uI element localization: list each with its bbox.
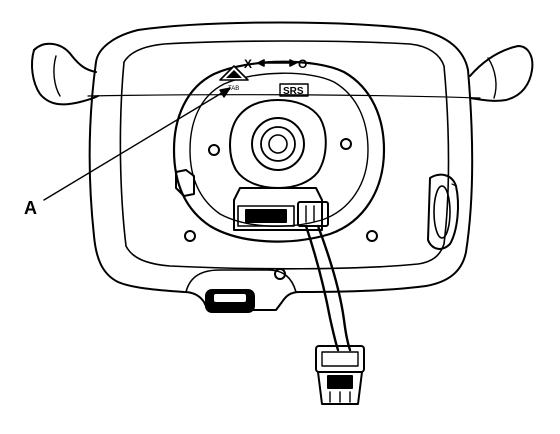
- alignment-x-label: X: [244, 57, 252, 71]
- left-spoke: [31, 42, 99, 106]
- srs-label-box: [279, 83, 309, 97]
- center-hub: [229, 99, 327, 189]
- alignment-o-label: O: [298, 57, 307, 71]
- steering-housing: [88, 21, 474, 311]
- tab-label: TAB: [228, 86, 239, 92]
- cable-reel-ring: [172, 60, 386, 243]
- tab-mark: [219, 65, 249, 81]
- bolt-hole-bottom: [274, 268, 286, 280]
- reel-connector-housing: [233, 187, 323, 231]
- wire-harness: [304, 224, 352, 352]
- inner-panel: [119, 40, 450, 270]
- bolt-hole-lower-right: [366, 230, 378, 242]
- alignment-arrow: [257, 59, 297, 67]
- callout-a: A: [24, 198, 37, 218]
- housing-ridge: [87, 94, 481, 99]
- srs-label: SRS: [283, 86, 304, 97]
- callout-a-leader: [43, 87, 231, 201]
- bolt-hole-left: [208, 144, 220, 156]
- reel-plug: [297, 201, 329, 227]
- reel-latch: [175, 169, 195, 197]
- lower-recess: [185, 269, 297, 293]
- hanging-connector: [315, 345, 365, 405]
- bolt-hole-right: [340, 138, 352, 150]
- bolt-hole-lower-left: [184, 230, 196, 242]
- right-spoke: [469, 45, 534, 102]
- right-side-switch: [427, 173, 459, 250]
